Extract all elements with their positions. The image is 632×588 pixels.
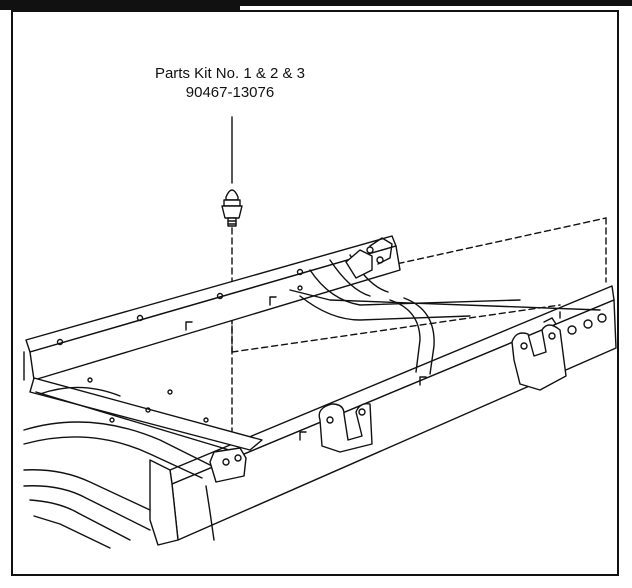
header-bar bbox=[0, 0, 632, 6]
diagram-frame bbox=[11, 10, 619, 576]
callout-kit-label: Parts Kit No. 1 & 2 & 3 bbox=[154, 65, 306, 82]
body-mount-bracket-1 bbox=[318, 402, 373, 453]
body-mount-bracket-3 bbox=[205, 447, 247, 541]
header-bar-tab bbox=[0, 0, 240, 10]
cross-members bbox=[23, 254, 601, 479]
rear-bracket bbox=[345, 237, 393, 279]
side-rail-back bbox=[25, 235, 401, 381]
frame-left-end bbox=[23, 351, 151, 549]
callout-part-number: 90467-13076 bbox=[185, 84, 275, 101]
body-mount-bracket-2 bbox=[511, 317, 567, 391]
part-callout: Parts Kit No. 1 & 2 & 3 90467-13076 bbox=[100, 64, 360, 102]
grease-fitting-icon bbox=[221, 189, 243, 227]
side-rail-front bbox=[149, 285, 617, 546]
